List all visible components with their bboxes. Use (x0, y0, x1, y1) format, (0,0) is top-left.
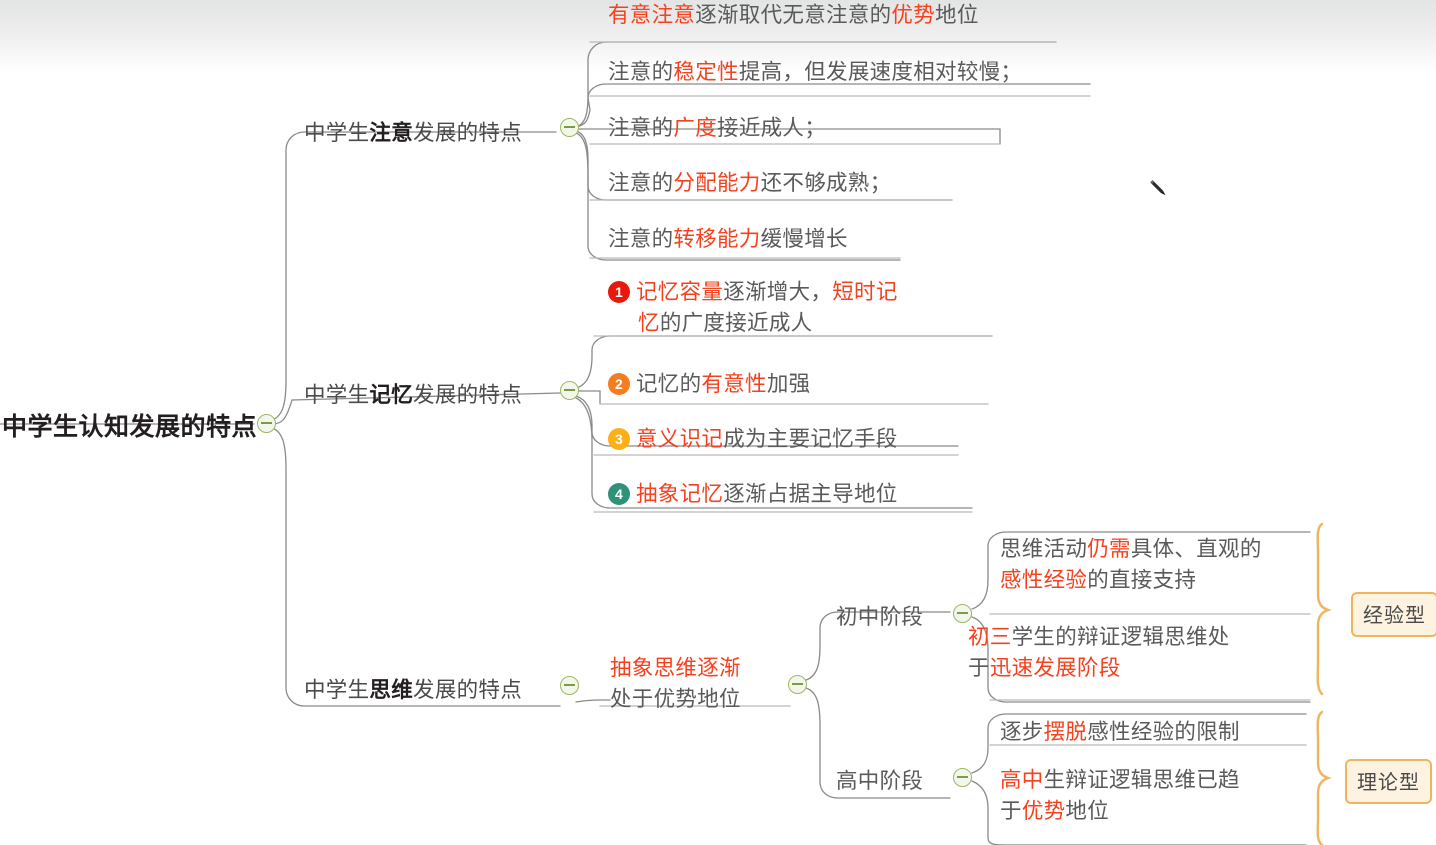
stage-senior[interactable]: 高中阶段 (836, 764, 923, 795)
branch-attention-label: 中学生注意发展的特点 (304, 121, 523, 145)
leaf-junior-2[interactable]: 初三学生的辩证逻辑思维处于迅速发展阶段 (968, 625, 1230, 680)
leaf-attention-5[interactable]: 注意的转移能力缓慢增长 (608, 227, 848, 251)
leaf-attention-1[interactable]: 有意注意逐渐取代无意注意的优势地位 (608, 3, 979, 27)
category-theory-label: 理论型 (1357, 772, 1420, 794)
root-node[interactable]: 中学生认知发展的特点 (2, 407, 257, 443)
leaf-attention-3[interactable]: 注意的广度接近成人； (608, 116, 827, 140)
leaf-attention-4[interactable]: 注意的分配能力还不够成熟； (608, 171, 892, 195)
leaf-senior-1[interactable]: 逐步摆脱感性经验的限制 (1000, 720, 1240, 744)
category-box-experience[interactable]: 经验型 (1351, 592, 1436, 637)
branch-memory-label: 中学生记忆发展的特点 (304, 383, 523, 407)
leaf-junior-1[interactable]: 思维活动仍需具体、直观的感性经验的直接支持 (1000, 537, 1262, 592)
pencil-cursor (1150, 180, 1166, 196)
collapse-minus-icon-memory[interactable] (560, 381, 579, 400)
branch-memory[interactable]: 中学生记忆发展的特点 (304, 378, 522, 409)
collapse-minus-icon-thinking[interactable] (560, 676, 579, 695)
collapse-minus-icon-junior[interactable] (953, 604, 972, 623)
stage-senior-label: 高中阶段 (836, 769, 924, 793)
collapse-minus-icon-root[interactable] (257, 414, 276, 433)
branch-attention[interactable]: 中学生注意发展的特点 (304, 116, 522, 147)
category-box-theory[interactable]: 理论型 (1345, 759, 1432, 804)
stage-junior[interactable]: 初中阶段 (836, 600, 923, 631)
bullet-number-3: 3 (608, 428, 630, 450)
branch-thinking[interactable]: 中学生思维发展的特点 (304, 673, 522, 704)
collapse-minus-icon-attention[interactable] (560, 118, 579, 137)
bullet-number-4: 4 (608, 483, 630, 505)
leaf-thinking-summary[interactable]: 抽象思维逐渐处于优势地位 (610, 656, 741, 711)
stage-junior-label: 初中阶段 (836, 605, 924, 629)
collapse-minus-icon-thinking-summary[interactable] (788, 675, 807, 694)
bullet-number-2: 2 (608, 373, 630, 395)
collapse-minus-icon-senior[interactable] (953, 768, 972, 787)
category-experience-label: 经验型 (1363, 605, 1426, 627)
leaf-attention-2[interactable]: 注意的稳定性提高，但发展速度相对较慢； (608, 60, 1023, 84)
leaf-senior-2[interactable]: 高中生辩证逻辑思维已趋于优势地位 (1000, 768, 1240, 823)
branch-thinking-label: 中学生思维发展的特点 (304, 678, 523, 702)
bullet-number-1: 1 (608, 281, 630, 303)
root-label: 中学生认知发展的特点 (2, 413, 258, 441)
